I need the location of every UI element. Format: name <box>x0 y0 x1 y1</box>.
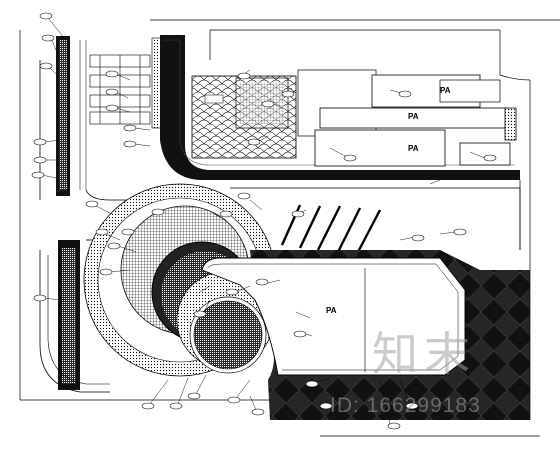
upper-left-bays <box>89 37 163 129</box>
watermark-logo: 知末 <box>372 327 476 381</box>
crosswalk-stripes <box>280 204 382 253</box>
left-walkway <box>39 36 110 393</box>
callout-tags <box>31 12 497 430</box>
watermark-id: ID: 166299183 <box>330 394 481 417</box>
top-curved-paving <box>160 35 520 180</box>
top-buildings <box>314 74 517 167</box>
right-buildings <box>439 79 531 420</box>
frame-lines <box>19 19 560 437</box>
leader-lines <box>41 17 486 425</box>
lower-right-paving <box>201 250 530 420</box>
